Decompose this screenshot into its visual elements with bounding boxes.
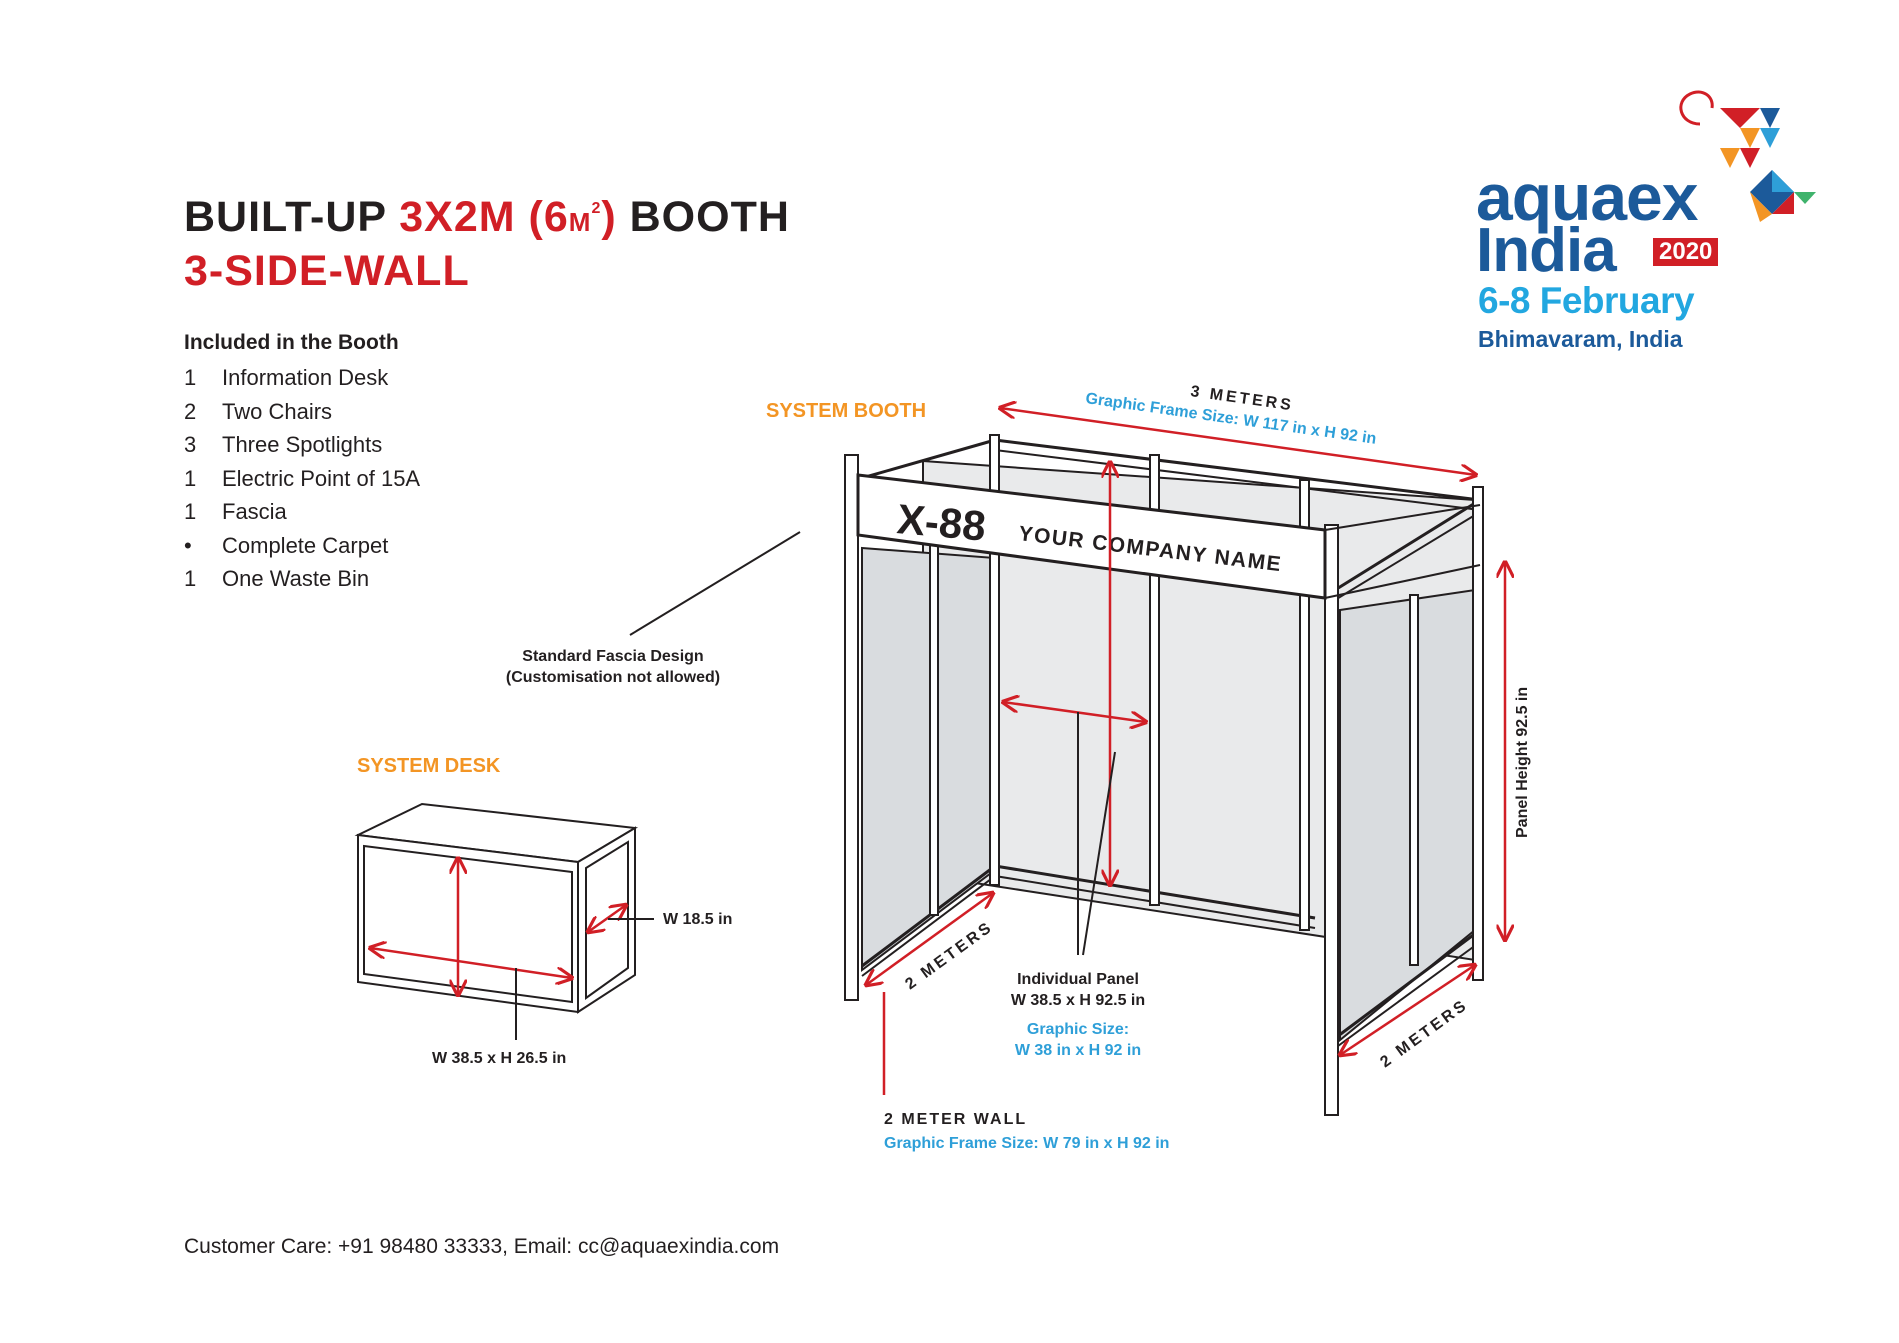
- item-label: Two Chairs: [222, 398, 333, 424]
- logo-year-badge: 2020: [1653, 238, 1719, 266]
- list-item: 3 Three Spotlights: [184, 428, 420, 462]
- item-label: Three Spotlights: [222, 432, 383, 457]
- item-qty: 1: [184, 566, 197, 591]
- page-subtitle: 3-SIDE-WALL: [184, 247, 470, 295]
- list-item: 2 Two Chairs: [184, 395, 420, 429]
- list-item: • Complete Carpet: [184, 529, 420, 563]
- fascia-note-line1: Standard Fascia Design: [522, 648, 704, 665]
- item-label: One Waste Bin: [222, 566, 370, 591]
- fascia-number: X-88: [895, 495, 987, 550]
- list-item: 1 Fascia: [184, 495, 420, 529]
- panel-width-arrow: [1003, 702, 1146, 722]
- title-unit: M: [568, 207, 592, 237]
- left-depth-arrow: [866, 893, 993, 985]
- list-item: 1 Information Desk: [184, 361, 420, 395]
- event-location: Bhimavaram, India: [1478, 326, 1683, 352]
- item-qty: 1: [184, 365, 197, 390]
- item-qty: •: [184, 532, 192, 558]
- footer-contact: Customer Care: +91 98480 33333, Email: c…: [184, 1235, 780, 1258]
- right-wall: [1339, 588, 1476, 1043]
- logo-wordmark-aquaex: aquaex: [1476, 160, 1698, 234]
- item-qty: 1: [184, 465, 197, 491]
- panel-note: Individual Panel W 38.5 x H 92.5 in Grap…: [978, 969, 1178, 1061]
- item-qty: 2: [184, 398, 197, 424]
- title-paren: ): [601, 193, 617, 241]
- item-label: Electric Point of 15A: [222, 465, 421, 491]
- system-booth-label: SYSTEM BOOTH: [766, 400, 927, 422]
- item-label: Information Desk: [222, 365, 389, 390]
- desk-width-arrow: [370, 948, 572, 978]
- panel-note-line1: Individual Panel: [1017, 971, 1139, 988]
- fascia-leader-line: [629, 531, 801, 636]
- list-item: 1 Electric Point of 15A: [184, 462, 420, 496]
- title-booth: BOOTH: [616, 193, 790, 241]
- wall-graphic-size: Graphic Frame Size: W 79 in x H 92 in: [884, 1135, 1170, 1152]
- title-sup: 2: [591, 200, 602, 217]
- desk-depth-arrow: [588, 905, 626, 932]
- desk-front: [357, 833, 579, 1014]
- panel-graphic-line2: W 38 in x H 92 in: [1014, 1042, 1142, 1059]
- included-list: 1 Information Desk 2 Two Chairs 3 Three Spo…: [184, 361, 420, 596]
- title-built-up: BUILT-UP: [184, 193, 400, 241]
- logo-wordmark-india: India: [1476, 216, 1617, 285]
- panel-graphic-line1: Graphic Size:: [1026, 1021, 1130, 1038]
- fascia-note: Standard Fascia Design (Customisation no…: [488, 646, 738, 688]
- title-size: 3X2M (6M2): [399, 193, 616, 241]
- item-label: Complete Carpet: [222, 532, 389, 558]
- panel-height-label: Panel Height 92.5 in: [1514, 687, 1531, 838]
- included-heading: Included in the Booth: [184, 331, 399, 354]
- fascia-note-line2: (Customisation not allowed): [505, 669, 721, 686]
- page-title: BUILT-UP 3X2M (6M2) BOOTH: [184, 196, 790, 239]
- panel-note-line2: W 38.5 x H 92.5 in: [1010, 992, 1146, 1009]
- logo-mark-icon: [1679, 90, 1816, 222]
- item-label: Fascia: [222, 499, 287, 524]
- title-size-text: 3X2M (6: [399, 193, 569, 241]
- list-item: 1 One Waste Bin: [184, 562, 420, 596]
- event-dates: 6-8 February: [1478, 280, 1695, 321]
- desk-size-label: W 38.5 x H 26.5 in: [432, 1050, 567, 1067]
- right-depth-arrow: [1340, 965, 1475, 1055]
- width-3m-arrow: [1000, 408, 1476, 475]
- item-qty: 3: [184, 432, 197, 457]
- system-desk-label: SYSTEM DESK: [357, 755, 501, 777]
- panel-leader-2: [1082, 751, 1116, 956]
- wall-label: 2 METER WALL: [884, 1111, 1028, 1128]
- desk-depth-label: W 18.5 in: [663, 911, 733, 928]
- item-qty: 1: [184, 499, 197, 524]
